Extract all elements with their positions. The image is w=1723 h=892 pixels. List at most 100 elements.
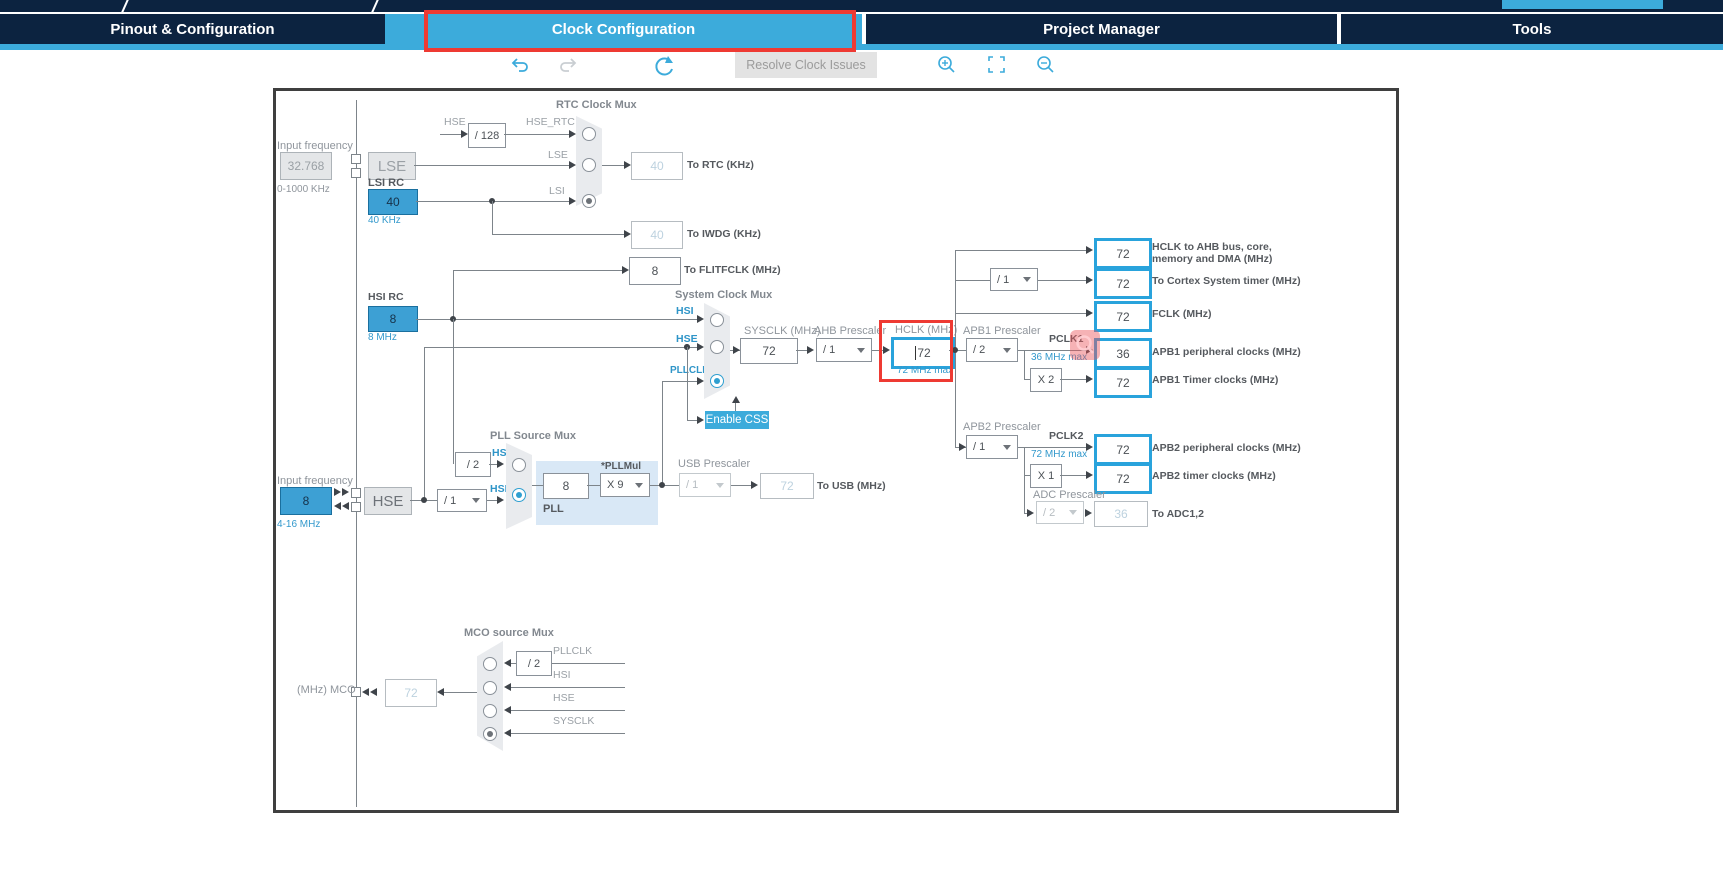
arrow: [497, 496, 504, 504]
to-flitf-label: To FLITFCLK (MHz): [684, 264, 781, 276]
lse-input-frequency-field[interactable]: 32.768: [280, 152, 332, 180]
hse-source-box[interactable]: HSE: [364, 487, 412, 515]
zoom-out-button[interactable]: [1036, 55, 1055, 74]
div128-value: / 128: [474, 129, 500, 142]
tab-tools[interactable]: Tools: [1341, 14, 1723, 44]
pclk2-label: PCLK2: [1049, 430, 1084, 442]
apb2-mult-value: X 1: [1037, 470, 1055, 482]
undo-icon: [511, 58, 528, 72]
cortex-prescaler-dropdown[interactable]: / 1: [990, 268, 1038, 291]
undo-button[interactable]: [510, 56, 530, 76]
lsi-rc-label: LSI RC: [368, 177, 405, 189]
to-iwdg-label: To IWDG (KHz): [687, 228, 761, 240]
arrow: [807, 346, 814, 354]
hsi-rc-box[interactable]: 8: [368, 306, 418, 332]
hse-input-frequency-field[interactable]: 8: [280, 487, 332, 515]
pll-mux-hsi-radio[interactable]: [512, 458, 526, 472]
redo-button[interactable]: [558, 56, 578, 76]
usb-div-value: / 1: [686, 479, 699, 491]
enable-css-button[interactable]: Enable CSS: [705, 411, 769, 429]
arrow: [461, 130, 468, 138]
pllmul-value: X 9: [607, 479, 624, 491]
tab-underline-strip: [0, 44, 1723, 50]
wire: [1024, 350, 1025, 379]
lse-input-frequency-label: Input frequency: [277, 140, 353, 152]
pll-input-value-box: 8: [543, 473, 589, 499]
fit-to-screen-button[interactable]: [987, 55, 1006, 74]
lse-label: LSE: [377, 157, 407, 175]
arrow: [697, 416, 704, 424]
arrow: [504, 729, 511, 737]
mco-sysclk-label: SYSCLK: [553, 715, 595, 727]
tab-project-manager[interactable]: Project Manager: [866, 14, 1337, 44]
zoom-in-icon: [938, 56, 955, 73]
pll-hse-prediv-dropdown[interactable]: / 1: [437, 489, 487, 512]
tab-pinout-configuration[interactable]: Pinout & Configuration: [0, 14, 385, 44]
pllmul-dropdown[interactable]: X 9: [600, 473, 650, 497]
rtc-mux-lse-radio[interactable]: [582, 158, 596, 172]
rtc-mux-lsi-radio[interactable]: [582, 194, 596, 208]
arrow: [362, 688, 369, 696]
hclk-ahb-label-line1: HCLK to AHB bus, core,: [1152, 241, 1272, 253]
tab-clock-configuration[interactable]: Clock Configuration: [385, 14, 862, 44]
arrow: [497, 460, 504, 468]
enable-css-label: Enable CSS: [705, 414, 769, 426]
mco-value-box: 72: [385, 679, 437, 707]
pll-source-mux: [506, 443, 532, 529]
sys-mux-hse-radio[interactable]: [710, 340, 724, 354]
mco-mux-sysclk-radio[interactable]: [483, 727, 497, 741]
pin-square: [351, 687, 361, 697]
lsi-rc-box[interactable]: 40: [368, 189, 418, 215]
apb1-prescaler-label: APB1 Prescaler: [963, 325, 1041, 337]
adc-prescaler-dropdown[interactable]: / 2: [1036, 501, 1084, 524]
rtc-lse-label: LSE: [548, 149, 568, 161]
apb2-timer-value-box: 72: [1094, 463, 1152, 494]
hclk-max-label: 72 MHz max: [897, 365, 954, 376]
mco-mux-hsi-radio[interactable]: [483, 681, 497, 695]
top-strip: [0, 0, 1723, 12]
resolve-clock-issues-button[interactable]: Resolve Clock Issues: [735, 52, 877, 78]
sys-mux-pllclk-radio[interactable]: [710, 374, 724, 388]
lsi-freq-label: 40 KHz: [368, 215, 401, 226]
ahb-prescaler-dropdown[interactable]: / 1: [816, 338, 872, 362]
sys-mux-hsi-radio[interactable]: [710, 313, 724, 327]
rtc-mux-hse-radio[interactable]: [582, 127, 596, 141]
apb1-prescaler-dropdown[interactable]: / 2: [966, 338, 1018, 362]
hclk-input-field[interactable]: 72: [891, 337, 955, 369]
wire: [444, 692, 477, 693]
mco-value: 72: [404, 686, 418, 700]
arrow: [624, 161, 631, 169]
apb2-div-value: / 1: [973, 441, 986, 453]
usb-prescaler-dropdown[interactable]: / 1: [679, 473, 731, 497]
arrow: [342, 502, 349, 510]
arrow: [334, 502, 341, 510]
mco-mux-pllclk-radio[interactable]: [483, 657, 497, 671]
wire: [492, 201, 493, 234]
arrow: [1086, 443, 1093, 451]
refresh-button[interactable]: [652, 54, 676, 78]
to-rtc-label: To RTC (KHz): [687, 159, 754, 171]
hsi-rc-label: HSI RC: [368, 291, 404, 303]
wire: [1018, 350, 1086, 351]
hclk-ahb-label-line2: memory and DMA (MHz): [1152, 253, 1273, 265]
wire: [587, 485, 600, 486]
lse-source-box[interactable]: LSE: [368, 152, 416, 180]
wire: [414, 165, 569, 166]
apb2-timer-value: 72: [1116, 471, 1130, 486]
chevron-down-icon: [716, 482, 724, 488]
sys-hse-label: HSE: [676, 333, 698, 345]
apb1-timer-mult-box: X 2: [1030, 368, 1062, 392]
chevron-down-icon: [1069, 510, 1077, 515]
pll-mux-hse-radio[interactable]: [512, 488, 526, 502]
arrow: [733, 346, 740, 354]
wire: [1018, 447, 1086, 448]
arrow: [437, 688, 444, 696]
pll-input-value: 8: [562, 479, 570, 493]
zoom-in-button[interactable]: [937, 55, 956, 74]
mco-mux-hse-radio[interactable]: [483, 704, 497, 718]
apb2-prescaler-dropdown[interactable]: / 1: [966, 435, 1018, 459]
wire: [416, 319, 700, 320]
pin-square: [351, 502, 361, 512]
rtc-hse-label: HSE: [444, 116, 466, 128]
pin-square: [351, 154, 361, 164]
